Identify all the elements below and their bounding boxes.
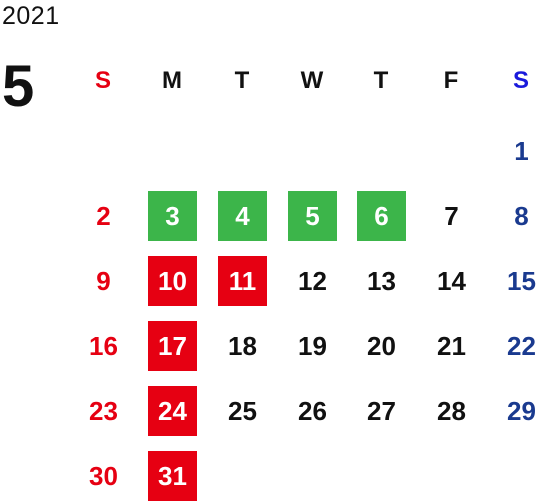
day-18[interactable]: 18 — [228, 331, 257, 361]
day-16[interactable]: 16 — [89, 331, 118, 361]
weekday-sat: S — [512, 67, 529, 94]
day-22[interactable]: 22 — [507, 331, 536, 361]
day-19[interactable]: 19 — [298, 331, 327, 361]
day-11[interactable]: 11 — [218, 256, 267, 306]
day-1[interactable]: 1 — [514, 136, 529, 166]
day-6[interactable]: 6 — [357, 191, 406, 241]
day-28[interactable]: 28 — [437, 396, 466, 426]
day-24[interactable]: 24 — [148, 386, 197, 436]
day-10[interactable]: 10 — [148, 256, 197, 306]
year-label: 2021 — [2, 2, 60, 30]
weekday-fri: F — [443, 67, 459, 94]
day-12[interactable]: 12 — [298, 266, 327, 296]
day-8[interactable]: 8 — [514, 201, 529, 231]
day-15[interactable]: 15 — [507, 266, 536, 296]
day-21[interactable]: 21 — [437, 331, 466, 361]
day-2[interactable]: 2 — [96, 201, 111, 231]
day-23[interactable]: 23 — [89, 396, 118, 426]
day-7[interactable]: 7 — [444, 201, 459, 231]
day-13[interactable]: 13 — [367, 266, 396, 296]
day-3[interactable]: 3 — [148, 191, 197, 241]
weekday-mon: M — [162, 67, 182, 94]
day-20[interactable]: 20 — [367, 331, 396, 361]
day-29[interactable]: 29 — [507, 396, 536, 426]
day-14[interactable]: 14 — [437, 266, 466, 296]
day-9[interactable]: 9 — [96, 266, 111, 296]
day-25[interactable]: 25 — [228, 396, 257, 426]
weekday-thu: T — [373, 67, 389, 94]
weekday-tue: T — [234, 67, 250, 94]
day-26[interactable]: 26 — [298, 396, 327, 426]
weekday-sun: S — [94, 67, 111, 94]
day-30[interactable]: 30 — [89, 461, 118, 491]
day-31[interactable]: 31 — [148, 451, 197, 501]
day-27[interactable]: 27 — [367, 396, 396, 426]
weekday-wed: W — [300, 67, 324, 94]
month-number: 5 — [2, 54, 35, 119]
day-5[interactable]: 5 — [288, 191, 337, 241]
day-4[interactable]: 4 — [218, 191, 267, 241]
day-17[interactable]: 17 — [148, 321, 197, 371]
